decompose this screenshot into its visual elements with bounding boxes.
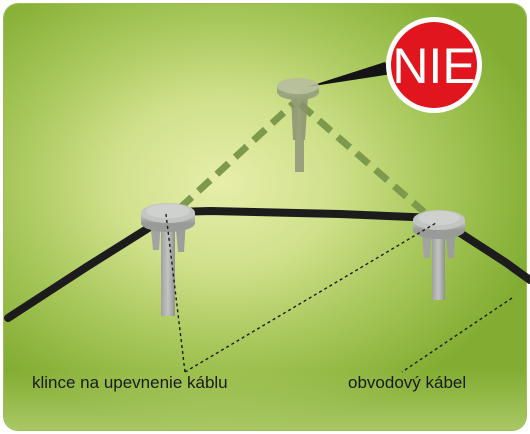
left-peg-icon: [141, 203, 195, 316]
badge-pointer: [307, 62, 392, 87]
right-peg-icon: [413, 210, 465, 300]
nie-badge: NIE: [386, 17, 482, 113]
panel-bottom-highlight: [4, 370, 526, 430]
misplaced-peg-icon: [277, 78, 319, 172]
perimeter-cable: [4, 207, 530, 322]
incorrect-cable-route: [177, 101, 427, 215]
nie-badge-text: NIE: [392, 38, 475, 94]
perimeter-wire-label: obvodový kábel: [348, 373, 467, 392]
pegs-label: klince na upevnenie káblu: [32, 373, 228, 392]
leader-lines: [165, 213, 513, 373]
